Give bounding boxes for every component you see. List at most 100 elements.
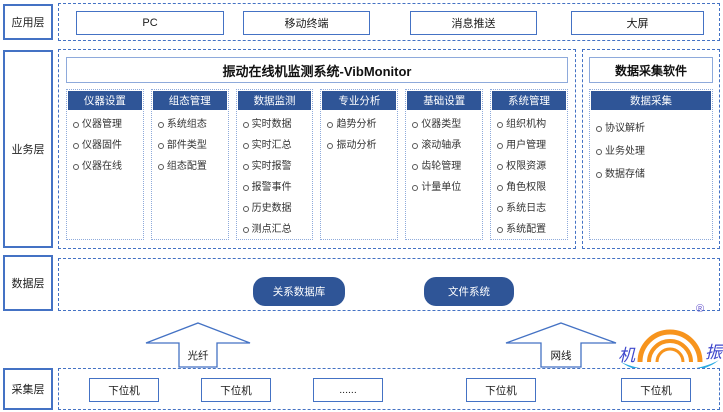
module-item: 用户管理 bbox=[497, 139, 562, 152]
module-item-label: 业务处理 bbox=[605, 146, 645, 157]
module-column-configuration: 组态管理 系统组态 部件类型 组态配置 bbox=[150, 89, 229, 240]
bullet-icon bbox=[73, 121, 79, 128]
label-data-layer: 数据层 bbox=[3, 255, 53, 311]
bullet-icon bbox=[73, 163, 79, 170]
daq-software-title: 数据采集软件 bbox=[589, 57, 713, 83]
logo-arc-middle bbox=[647, 339, 693, 363]
business-layer-container: 振动在线机监测系统-VibMonitor 仪器设置 仪器管理 仪器固件 仪器在线… bbox=[58, 49, 576, 249]
module-item: 部件类型 bbox=[157, 139, 223, 152]
label-application-layer: 应用层 bbox=[3, 4, 53, 40]
module-item-label: 组织机构 bbox=[506, 119, 547, 130]
column-header: 基础设置 bbox=[407, 91, 482, 110]
column-header: 数据采集 bbox=[591, 91, 711, 110]
column-header: 仪器设置 bbox=[68, 91, 142, 110]
app-node-mobile: 移动终端 bbox=[243, 11, 370, 35]
lower-machine-node: 下位机 bbox=[621, 378, 691, 402]
lower-machine-node: 下位机 bbox=[466, 378, 536, 402]
module-item: 历史数据 bbox=[242, 202, 308, 215]
module-item: 角色权限 bbox=[497, 181, 562, 194]
module-item-label: 系统日志 bbox=[506, 203, 547, 214]
app-node-bigscreen: 大屏 bbox=[571, 11, 704, 35]
lower-machine-node: 下位机 bbox=[89, 378, 159, 402]
module-item-label: 测点汇总 bbox=[251, 224, 292, 235]
module-item: 实时数据 bbox=[242, 118, 308, 131]
label-collection-layer: 采集层 bbox=[3, 368, 53, 410]
module-item: 实时汇总 bbox=[242, 139, 308, 152]
module-item-label: 振动分析 bbox=[336, 140, 377, 151]
optical-fiber-arrow: 光纤 bbox=[145, 322, 251, 368]
data-layer-container: 关系数据库 文件系统 bbox=[58, 258, 720, 311]
module-item: 仪器固件 bbox=[73, 139, 138, 152]
bullet-icon bbox=[327, 121, 334, 128]
module-item: 业务处理 bbox=[596, 145, 707, 158]
module-item-label: 仪器固件 bbox=[82, 140, 122, 151]
bullet-icon bbox=[242, 184, 249, 191]
column-header: 专业分析 bbox=[322, 91, 397, 110]
module-item-label: 历史数据 bbox=[251, 203, 292, 214]
module-item: 系统日志 bbox=[497, 202, 562, 215]
app-node-push: 消息推送 bbox=[410, 11, 537, 35]
registered-trademark-symbol: ® bbox=[696, 303, 705, 315]
module-item-label: 系统组态 bbox=[166, 119, 207, 130]
collection-layer-container: 下位机 下位机 ...... 下位机 下位机 bbox=[58, 368, 720, 410]
bullet-icon bbox=[242, 163, 249, 170]
logo-arc-inner bbox=[655, 347, 685, 363]
module-item: 齿轮管理 bbox=[412, 160, 477, 173]
bullet-icon bbox=[412, 142, 419, 149]
module-item: 测点汇总 bbox=[242, 223, 308, 236]
module-item-label: 报警事件 bbox=[251, 182, 292, 193]
bullet-icon bbox=[497, 226, 504, 233]
module-item: 仪器类型 bbox=[412, 118, 477, 131]
up-arrow-shape bbox=[505, 322, 617, 368]
bullet-icon bbox=[242, 205, 249, 212]
ellipsis-node: ...... bbox=[313, 378, 383, 402]
module-item-label: 部件类型 bbox=[166, 140, 207, 151]
bullet-icon bbox=[412, 121, 419, 128]
bullet-icon bbox=[497, 184, 504, 191]
module-item-label: 系统配置 bbox=[506, 224, 547, 235]
daq-columns: 数据采集 协议解析 业务处理 数据存储 bbox=[589, 89, 713, 240]
module-item: 数据存储 bbox=[596, 168, 707, 181]
lower-machine-node: 下位机 bbox=[201, 378, 271, 402]
app-node-pc: PC bbox=[76, 11, 224, 35]
module-column-analysis: 专业分析 趋势分析 振动分析 bbox=[320, 89, 399, 240]
bullet-icon bbox=[242, 121, 249, 128]
module-item: 仪器管理 bbox=[73, 118, 138, 131]
module-item: 系统配置 bbox=[497, 223, 562, 236]
module-item-label: 组态配置 bbox=[166, 161, 207, 172]
bullet-icon bbox=[242, 226, 249, 233]
module-column-data-monitoring: 数据监测 实时数据 实时汇总 实时报警 报警事件 历史数据 测点汇总 bbox=[235, 89, 314, 240]
module-item: 协议解析 bbox=[596, 122, 707, 135]
bullet-icon bbox=[412, 163, 419, 170]
module-item-label: 实时数据 bbox=[251, 119, 292, 130]
module-item-label: 计量单位 bbox=[421, 182, 462, 193]
module-item-label: 仪器在线 bbox=[82, 161, 122, 172]
bullet-icon bbox=[497, 163, 504, 170]
bullet-icon bbox=[596, 148, 602, 155]
arrow-label: 光纤 bbox=[188, 349, 209, 362]
module-item-label: 权限资源 bbox=[506, 161, 547, 172]
module-item-label: 仪器管理 bbox=[82, 119, 122, 130]
bullet-icon bbox=[157, 163, 164, 170]
relational-database-node: 关系数据库 bbox=[253, 277, 345, 306]
module-item: 组态配置 bbox=[157, 160, 223, 173]
module-item: 仪器在线 bbox=[73, 160, 138, 173]
network-cable-arrow: 网线 bbox=[505, 322, 617, 368]
module-item-label: 协议解析 bbox=[605, 123, 645, 134]
module-item: 计量单位 bbox=[412, 181, 477, 194]
module-column-instrument-setup: 仪器设置 仪器管理 仪器固件 仪器在线 bbox=[66, 89, 144, 240]
module-item: 组织机构 bbox=[497, 118, 562, 131]
column-header: 系统管理 bbox=[492, 91, 566, 110]
bullet-icon bbox=[596, 125, 602, 132]
brand-logo: 机 振 bbox=[618, 329, 723, 374]
column-header: 数据监测 bbox=[237, 91, 312, 110]
module-item-label: 数据存储 bbox=[605, 169, 645, 180]
bullet-icon bbox=[497, 142, 504, 149]
bullet-icon bbox=[327, 142, 334, 149]
daq-software-container: 数据采集软件 数据采集 协议解析 业务处理 数据存储 bbox=[582, 49, 720, 249]
label-business-layer: 业务层 bbox=[3, 50, 53, 248]
module-item: 报警事件 bbox=[242, 181, 308, 194]
bullet-icon bbox=[596, 171, 602, 178]
module-item: 系统组态 bbox=[157, 118, 223, 131]
